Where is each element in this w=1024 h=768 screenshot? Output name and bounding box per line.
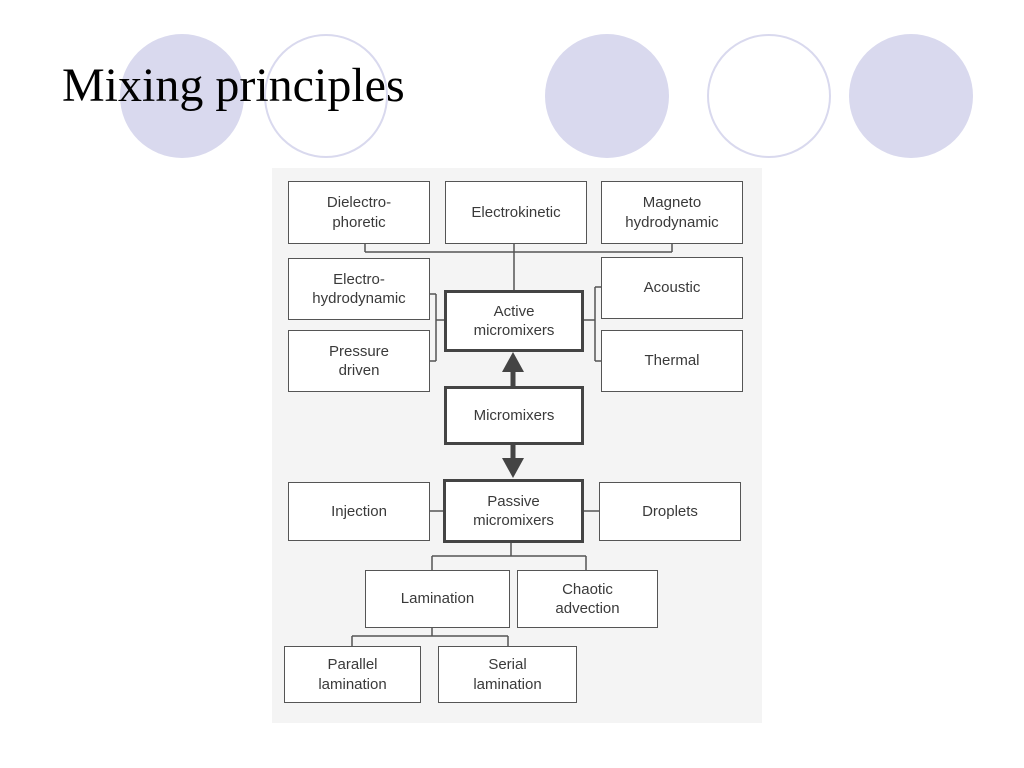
node-active-micromixers: Active micromixers bbox=[444, 290, 584, 352]
node-chaotic-advection: Chaotic advection bbox=[517, 570, 658, 628]
node-passive-micromixers: Passive micromixers bbox=[443, 479, 584, 543]
node-magnetohydrodynamic: Magneto hydrodynamic bbox=[601, 181, 743, 244]
decor-circle-2 bbox=[264, 34, 388, 158]
arrow-down-head bbox=[502, 458, 524, 478]
node-droplets: Droplets bbox=[599, 482, 741, 541]
node-parallel-lamination: Parallel lamination bbox=[284, 646, 421, 703]
decor-circle-1 bbox=[120, 34, 244, 158]
node-thermal: Thermal bbox=[601, 330, 743, 392]
decor-circle-3 bbox=[545, 34, 669, 158]
decor-circle-4 bbox=[707, 34, 831, 158]
node-acoustic: Acoustic bbox=[601, 257, 743, 319]
slide-title: Mixing principles bbox=[62, 59, 405, 112]
node-electrokinetic: Electrokinetic bbox=[445, 181, 587, 244]
decor-circle-5 bbox=[849, 34, 973, 158]
node-serial-lamination: Serial lamination bbox=[438, 646, 577, 703]
node-pressure-driven: Pressure driven bbox=[288, 330, 430, 392]
node-injection: Injection bbox=[288, 482, 430, 541]
node-lamination: Lamination bbox=[365, 570, 510, 628]
node-micromixers: Micromixers bbox=[444, 386, 584, 445]
arrow-up-head bbox=[502, 352, 524, 372]
node-electrohydrodynamic: Electro- hydrodynamic bbox=[288, 258, 430, 320]
node-dielectrophoretic: Dielectro- phoretic bbox=[288, 181, 430, 244]
